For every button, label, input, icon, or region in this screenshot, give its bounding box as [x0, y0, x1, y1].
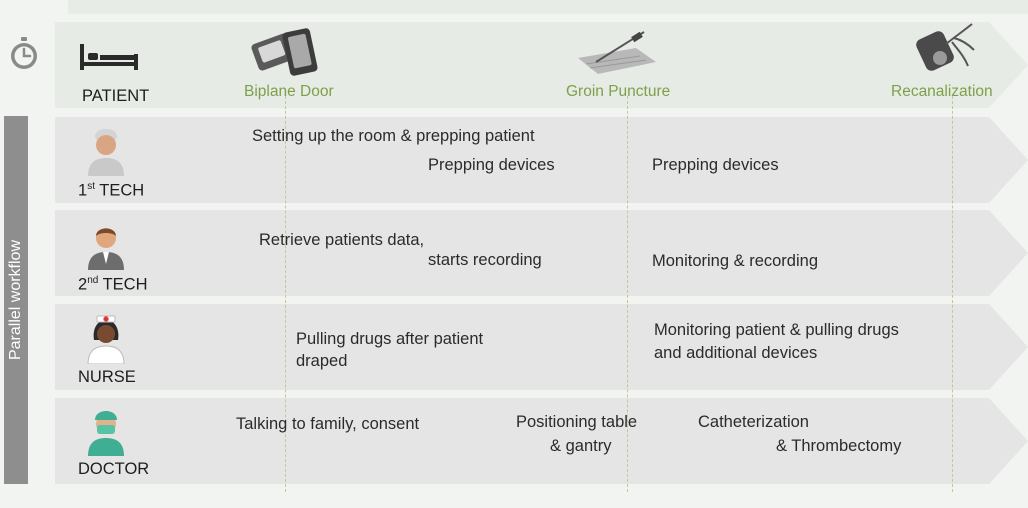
needle-icon: [578, 31, 656, 74]
patient-label: PATIENT: [82, 87, 150, 105]
lane-2nd-tech: [55, 210, 1028, 296]
timeline-header: [55, 22, 1028, 108]
role-1st-tech-sup: st: [87, 181, 95, 192]
task-monitoring-patient: Monitoring patient & pulling drugs: [654, 321, 899, 339]
task-additional-devices: and additional devices: [654, 344, 818, 362]
role-doctor: DOCTOR: [78, 460, 150, 478]
role-1st-tech: 1st TECH: [78, 181, 144, 201]
task-prepping-devices-1: Prepping devices: [428, 156, 555, 174]
doctor-icon: [88, 411, 124, 456]
role-1st-tech-prefix: 1: [78, 181, 88, 200]
task-gantry: & gantry: [550, 437, 612, 455]
milestone-line-biplane-door: [285, 96, 286, 492]
role-2nd-tech-prefix: 2: [78, 275, 88, 294]
lane-doctor: [55, 398, 1028, 484]
task-positioning-table: Positioning table: [516, 413, 638, 431]
milestone-line-groin-puncture: [627, 96, 628, 492]
role-2nd-tech-suffix: TECH: [98, 275, 148, 294]
lane-nurse: [55, 304, 1028, 390]
milestone-recanalization: Recanalization: [891, 83, 993, 100]
task-pulling-drugs: Pulling drugs after patient: [296, 330, 484, 348]
task-monitoring-recording: Monitoring & recording: [652, 252, 818, 270]
task-retrieve-patients-data: Retrieve patients data,: [259, 231, 425, 249]
role-1st-tech-suffix: TECH: [94, 181, 145, 200]
task-talking-to-family: Talking to family, consent: [236, 415, 420, 433]
task-setting-up-room: Setting up the room & prepping patient: [252, 127, 535, 145]
task-prepping-devices-2: Prepping devices: [652, 156, 779, 174]
bed-icon: [80, 44, 138, 70]
stopwatch-icon: [11, 37, 37, 69]
person-icon: [88, 129, 124, 176]
task-starts-recording: starts recording: [428, 251, 542, 269]
side-label-text: Parallel workflow: [7, 239, 24, 361]
task-draped: draped: [296, 352, 348, 370]
person-icon: [88, 228, 124, 270]
milestone-biplane-door: Biplane Door: [244, 83, 334, 100]
role-2nd-tech: 2nd TECH: [78, 275, 148, 295]
task-catheterization: Catheterization: [698, 413, 809, 431]
role-nurse: NURSE: [78, 368, 136, 386]
side-label: Parallel workflow: [4, 116, 28, 484]
task-thrombectomy: & Thrombectomy: [776, 437, 902, 455]
nurse-icon: [87, 315, 125, 364]
lane-1st-tech: [55, 117, 1028, 203]
milestone-line-recanalization: [952, 96, 953, 492]
top-strip: [68, 0, 1028, 14]
role-2nd-tech-sup: nd: [87, 275, 99, 286]
milestone-groin-puncture: Groin Puncture: [566, 83, 671, 100]
biplane-door-icon: [251, 28, 318, 76]
catheter-icon: [916, 23, 975, 71]
